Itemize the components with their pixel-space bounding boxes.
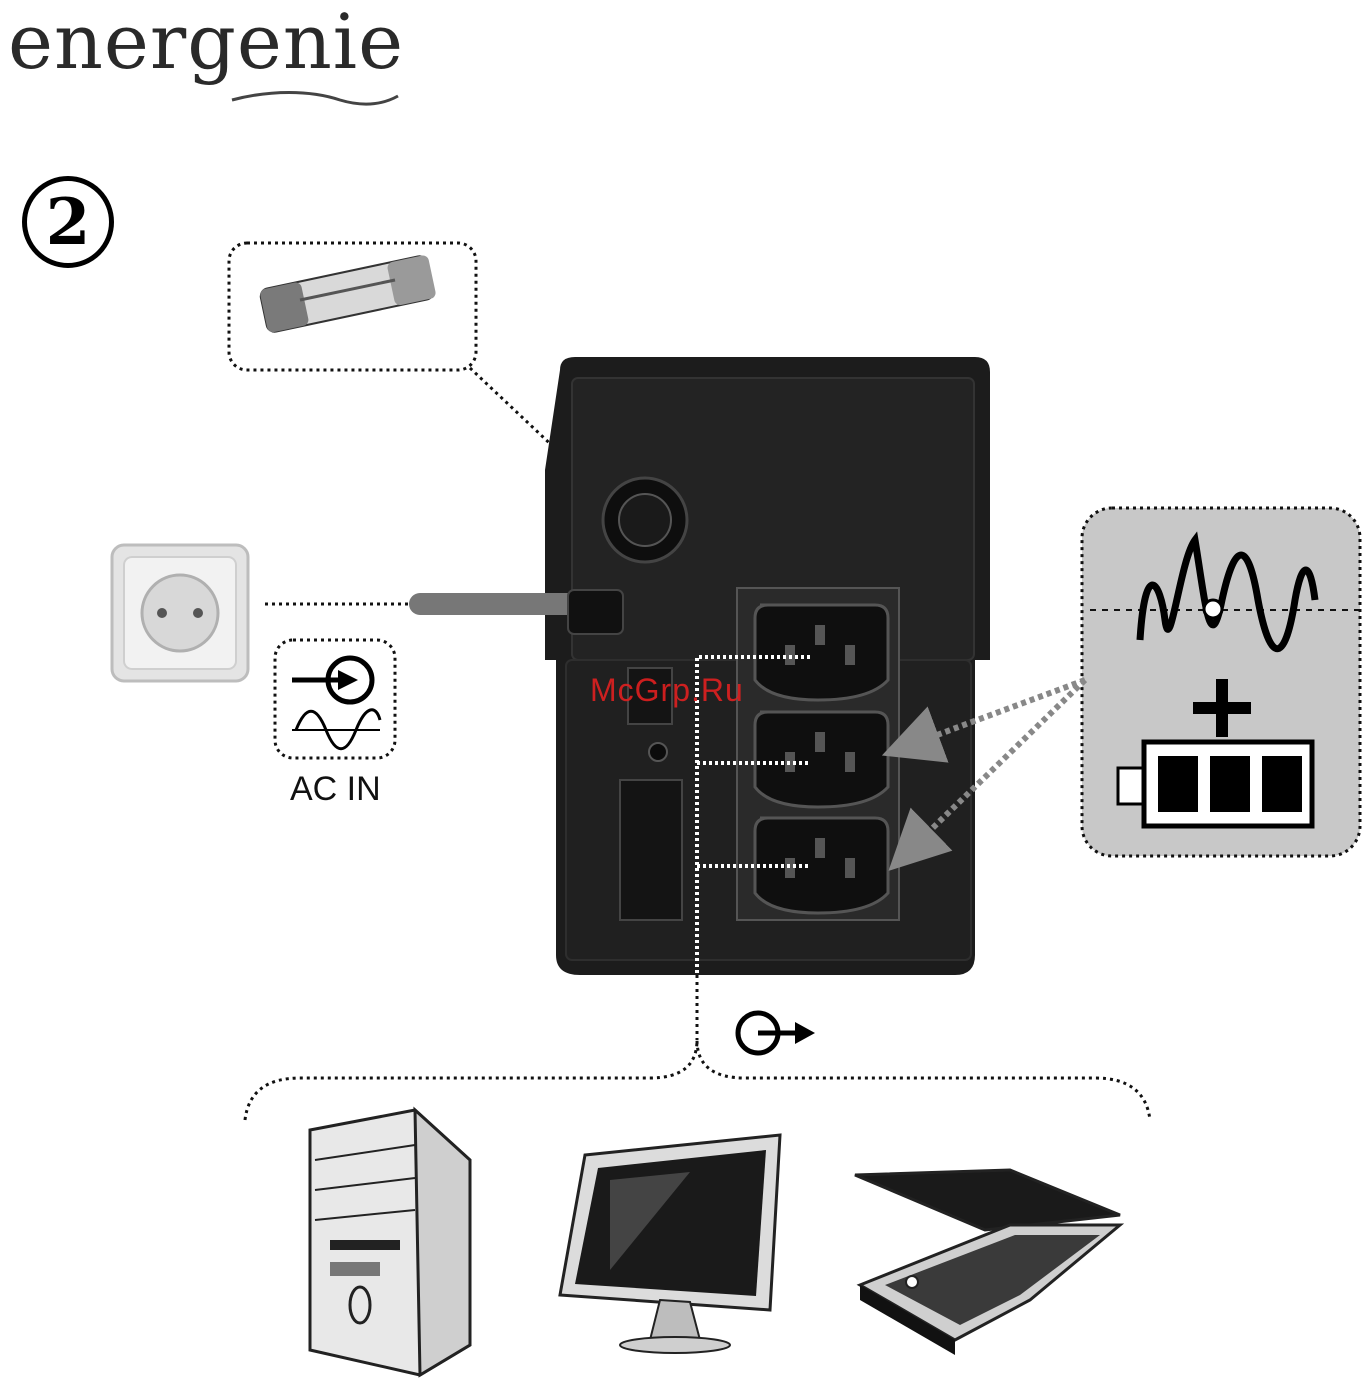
pc-tower-icon — [310, 1110, 470, 1375]
iec-outlet — [755, 605, 888, 700]
battery-door — [620, 780, 682, 920]
ac-in-label: AC IN — [290, 770, 381, 809]
surge-plus-battery-callout — [1082, 508, 1360, 856]
monitor-icon — [560, 1135, 780, 1353]
output-symbol-icon — [738, 1013, 815, 1053]
fuse-icon — [259, 254, 436, 333]
ac-input-symbol-icon — [292, 658, 380, 749]
iec-outlet — [755, 712, 888, 807]
watermark: McGrp.Ru — [590, 672, 744, 709]
fuse-callout — [229, 243, 476, 370]
ac-input-callout — [275, 640, 395, 758]
output-bracket — [245, 1040, 1150, 1120]
iec-outlet — [755, 818, 888, 913]
ups-rear-panel — [420, 357, 990, 975]
battery-icon — [1118, 742, 1312, 826]
wall-socket-icon — [112, 545, 248, 681]
scanner-icon — [855, 1170, 1120, 1355]
